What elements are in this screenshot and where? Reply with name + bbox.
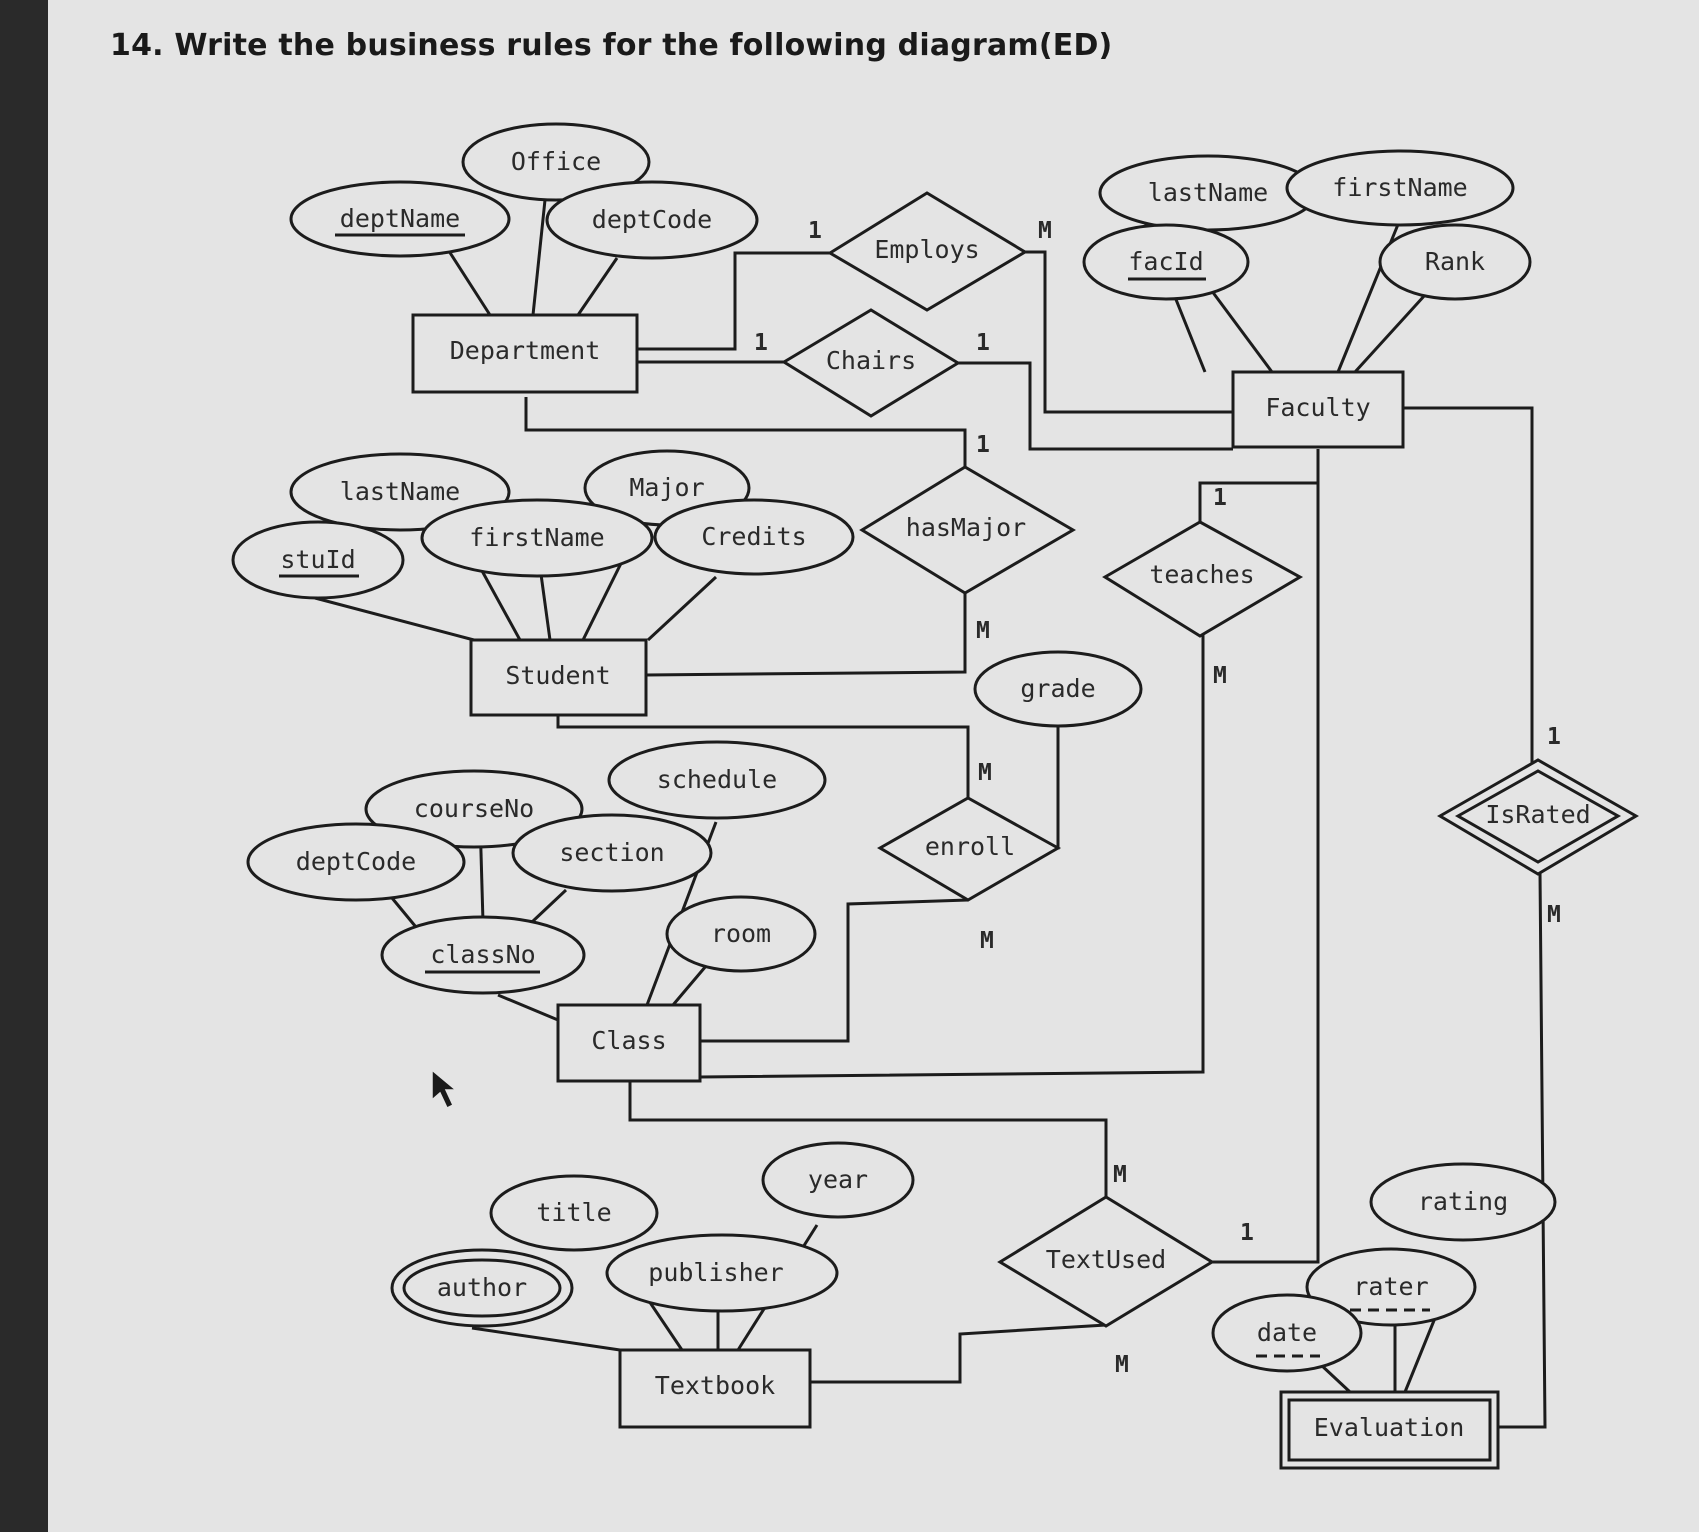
attr-office: Office: [461, 122, 651, 202]
relationship-label: Chairs: [826, 346, 916, 375]
entity-label: Faculty: [1265, 393, 1370, 422]
attr-credits: Credits: [653, 498, 855, 576]
card-textused-cls: M: [1113, 1162, 1127, 1188]
svg-text:author: author: [437, 1273, 527, 1302]
entity-class: Class: [556, 1003, 702, 1083]
relationship-label: IsRated: [1485, 800, 1590, 829]
relationship-label: enroll: [925, 832, 1015, 861]
card-textused-tb: M: [1115, 1352, 1129, 1378]
relationship-label: Employs: [874, 235, 979, 264]
attr-facid-key: facId: [1082, 223, 1250, 301]
card-employs-dept: 1: [808, 218, 822, 244]
attr-cls-deptcode: deptCode: [246, 822, 466, 902]
relationship-label: teaches: [1149, 560, 1254, 589]
svg-text:rater: rater: [1353, 1272, 1428, 1301]
attr-title: title: [489, 1174, 659, 1252]
svg-text:facId: facId: [1128, 247, 1203, 276]
card-israted-ev: M: [1547, 902, 1561, 928]
attr-classno-key: classNo: [380, 915, 586, 995]
question-title: 14. Write the business rules for the fol…: [110, 28, 1113, 63]
attr-section: section: [511, 813, 713, 893]
relationship-chairs: Chairs: [781, 308, 961, 418]
attr-date-partial-key: date: [1211, 1293, 1363, 1373]
card-chairs-dept: 1: [754, 330, 768, 356]
svg-text:deptCode: deptCode: [296, 847, 416, 876]
connector-lines: [314, 189, 1547, 1429]
svg-text:Rank: Rank: [1425, 247, 1485, 276]
card-enroll-stu: M: [978, 760, 992, 786]
card-employs-fac: M: [1038, 218, 1052, 244]
attr-rank: Rank: [1378, 223, 1532, 301]
svg-text:rating: rating: [1418, 1187, 1508, 1216]
attr-rater-partial-key: rater: [1305, 1247, 1477, 1327]
attr-stuid-key: stuId: [231, 520, 405, 600]
entity-textbook: Textbook: [618, 1348, 812, 1429]
card-hasmajor-dept: 1: [976, 432, 990, 458]
relationship-israted: IsRated: [1437, 758, 1639, 876]
attr-fac-lastname: lastName: [1098, 154, 1318, 232]
entity-evaluation-weak: Evaluation: [1279, 1390, 1500, 1470]
relationship-hasmajor: hasMajor: [859, 465, 1076, 595]
svg-text:lastName: lastName: [340, 477, 460, 506]
svg-text:stuId: stuId: [280, 545, 355, 574]
entity-student: Student: [469, 638, 648, 717]
entity-label: Department: [450, 336, 601, 365]
attr-stu-firstname: firstName: [420, 498, 654, 578]
svg-text:grade: grade: [1020, 674, 1095, 703]
relationship-enroll: enroll: [877, 796, 1062, 902]
attr-schedule: schedule: [607, 740, 827, 820]
svg-text:date: date: [1257, 1318, 1317, 1347]
attr-publisher: publisher: [605, 1233, 839, 1313]
attr-year: year: [761, 1141, 915, 1219]
svg-text:deptCode: deptCode: [592, 205, 712, 234]
attr-fac-firstname: firstName: [1285, 149, 1515, 227]
relationship-label: hasMajor: [906, 513, 1026, 542]
entity-faculty: Faculty: [1231, 370, 1405, 449]
svg-text:Major: Major: [629, 473, 704, 502]
mouse-cursor-icon: [431, 1068, 459, 1110]
entity-department: Department: [411, 313, 639, 394]
attr-grade: grade: [973, 650, 1143, 728]
entity-label: Student: [505, 661, 610, 690]
svg-text:year: year: [808, 1165, 868, 1194]
svg-text:schedule: schedule: [657, 765, 777, 794]
attr-courseno: courseNo: [364, 769, 584, 849]
svg-text:firstName: firstName: [469, 523, 604, 552]
card-enroll-cls: M: [980, 928, 994, 954]
cardinality-labels: 1 M 1 1 1 M 1 M M M 1 M M 1 M: [754, 218, 1561, 1378]
card-israted-fac: 1: [1547, 724, 1561, 750]
card-teaches-fac: 1: [1213, 485, 1227, 511]
attr-rating: rating: [1369, 1162, 1557, 1242]
card-hasmajor-stu: M: [976, 618, 990, 644]
card-chairs-fac: 1: [976, 330, 990, 356]
relationship-employs: Employs: [827, 191, 1028, 312]
attr-deptname-key: deptName: [289, 180, 511, 258]
svg-text:section: section: [559, 838, 664, 867]
attr-room: room: [665, 895, 817, 973]
svg-text:firstName: firstName: [1332, 173, 1467, 202]
card-textused-fac: 1: [1240, 1220, 1254, 1246]
entity-label: Evaluation: [1314, 1413, 1465, 1442]
svg-text:classNo: classNo: [430, 940, 535, 969]
attr-author-multivalued: author: [390, 1248, 574, 1328]
card-teaches-cls: M: [1213, 663, 1227, 689]
svg-text:Office: Office: [511, 147, 601, 176]
relationship-teaches: teaches: [1102, 520, 1304, 638]
svg-text:Credits: Credits: [701, 522, 806, 551]
svg-text:courseNo: courseNo: [414, 794, 534, 823]
svg-text:room: room: [711, 919, 771, 948]
svg-text:lastName: lastName: [1148, 178, 1268, 207]
svg-text:publisher: publisher: [648, 1258, 783, 1287]
svg-text:deptName: deptName: [340, 204, 460, 233]
svg-text:title: title: [536, 1198, 611, 1227]
relationship-textused: TextUsed: [997, 1195, 1215, 1328]
attr-deptcode: deptCode: [545, 180, 759, 260]
entity-label: Textbook: [655, 1371, 775, 1400]
relationship-label: TextUsed: [1046, 1245, 1166, 1274]
entity-label: Class: [591, 1026, 666, 1055]
